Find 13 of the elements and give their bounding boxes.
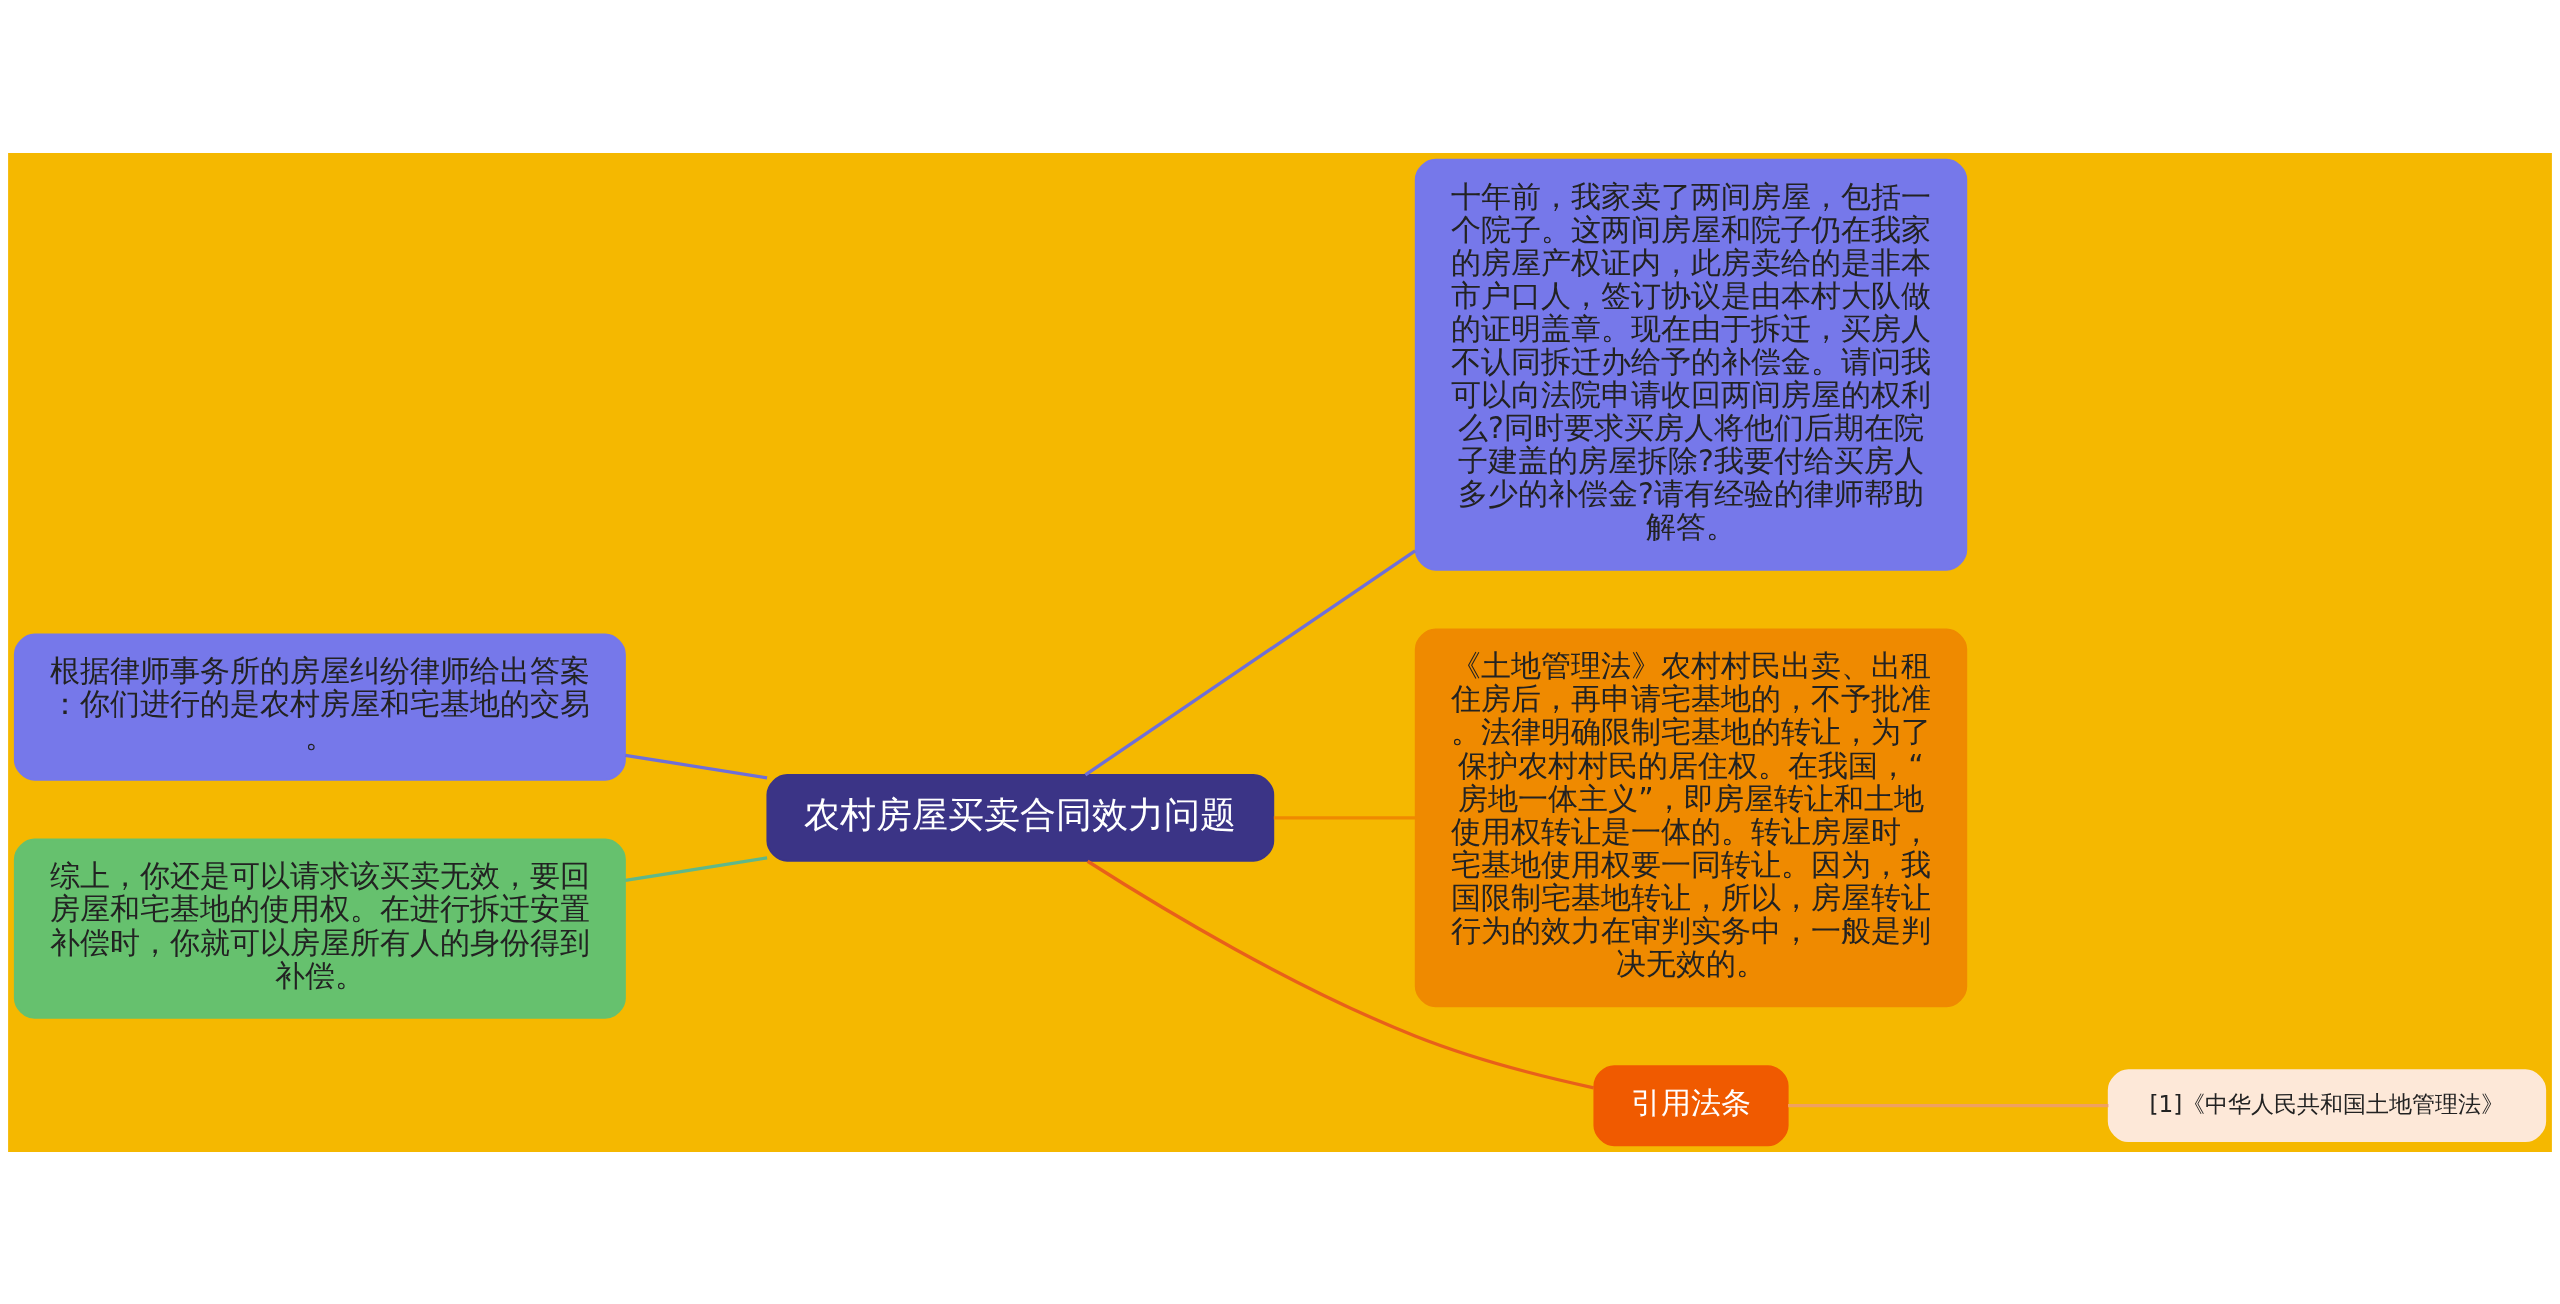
node-box: 综上，你还是可以请求该买卖无效，要回房屋和宅基地的使用权。在进行拆迁安置补偿时，你就可以房屋所有人的身份得到补偿。: [13, 838, 626, 1019]
connector: [1788, 1103, 2109, 1107]
connector: [1273, 815, 1416, 820]
connector: [625, 753, 768, 780]
node-box: [1]《中华人民共和国土地管理法》: [2107, 1068, 2547, 1142]
node-box: 根据律师事务所的房屋纠纷律师给出答案：你们进行的是农村房屋和宅基地的交易。: [13, 633, 626, 781]
connector: [1084, 549, 1416, 776]
connector: [625, 855, 768, 882]
node-box: 十年前，我家卖了两间房屋，包括一个院子。这两间房屋和院子仍在我家的房屋产权证内，此房卖给的是非本市户口人，签订协议是由本村大队做的证明盖章。现在由于拆迁，买房人不认同拆迁办给予的补偿金。请问我可以向法院申请收回两间房屋的权利么?同时要求买房人将他们后期在院子建盖的房屋拆除?我要付给买房人多少的补偿金?请有经验的律师帮助解答。: [1414, 158, 1968, 571]
node-box: 农村房屋买卖合同效力问题: [766, 773, 1275, 862]
connector: [1086, 859, 1595, 1089]
node-box: 《土地管理法》农村村民出卖、出租住房后，再申请宅基地的，不予批准。法律明确限制宅基地的转让，为了保护农村村民的居住权。在我国，“房地一体主义”，即房屋转让和土地使用权转让是一体的。转让房屋时，宅基地使用权要一同转让。因为，我国限制宅基地转让，所以，房屋转让行为的效力在审判实务中，一般是判决无效的。: [1414, 628, 1968, 1007]
node-box: 引用法条: [1593, 1064, 1789, 1146]
